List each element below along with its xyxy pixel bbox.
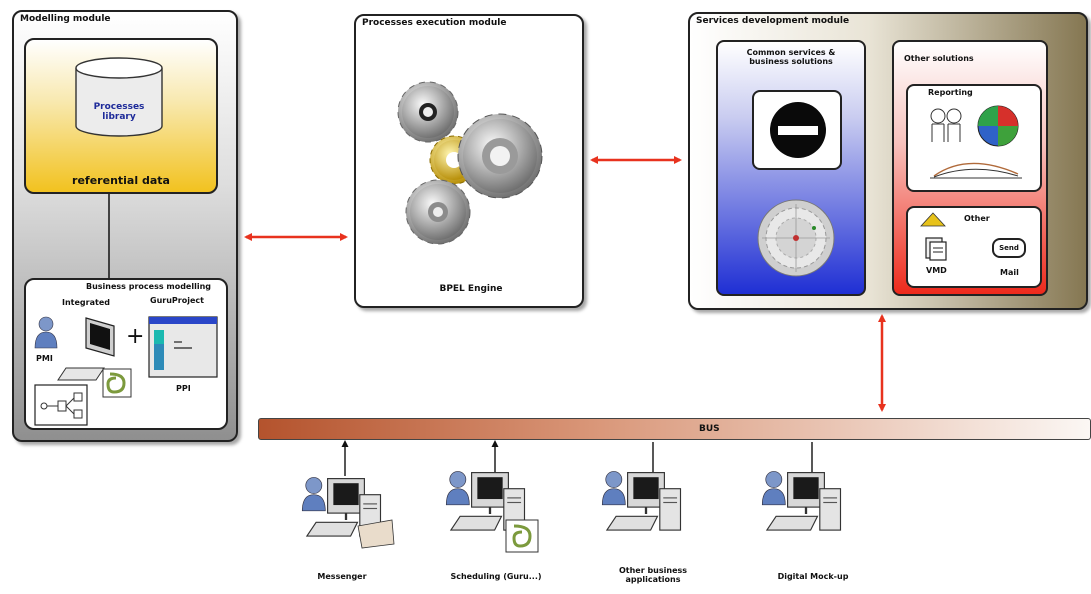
other-solutions-title: Other solutions: [904, 54, 974, 63]
ppi-window-icon: [148, 316, 218, 378]
other-solutions-panel: Other solutions Reporting: [892, 40, 1048, 296]
processes-module-title: Processes execution module: [362, 18, 507, 28]
database-icon: [75, 57, 163, 137]
modelling-module-title: Modelling module: [20, 14, 111, 24]
client-messenger-icon: [301, 476, 395, 549]
common-services-title: Common services & business solutions: [746, 48, 836, 66]
bus-label: BUS: [699, 424, 720, 434]
services-module: Services development module Common servi…: [688, 12, 1088, 310]
business-modelling-panel: Business process modelling Integrated Gu…: [24, 278, 228, 430]
ppi-label: PPI: [176, 384, 191, 393]
user-label: PMI: [36, 354, 53, 363]
keyboard-icon: [57, 367, 105, 381]
monitor-icon: [85, 317, 115, 357]
genproject-logo-icon: [102, 368, 132, 398]
bus-bar: BUS: [258, 418, 1091, 440]
common-services-panel: Common services & business solutions: [716, 40, 866, 296]
modelling-module: Modelling module Processes library refer…: [12, 10, 238, 442]
stop-sign-icon: [770, 102, 826, 158]
connector-line: [108, 194, 110, 280]
warning-icon: [920, 212, 946, 227]
business-modelling-title: Business process modelling: [86, 282, 212, 291]
other-box: Other VMD Send Mail: [906, 206, 1042, 288]
mail-button-label: Send: [999, 244, 1019, 252]
people-icon: [930, 108, 962, 142]
bpel-engine-label: BPEL Engine: [439, 284, 503, 294]
processes-module: Processes execution module: [354, 14, 584, 308]
referential-data-label: referential data: [72, 174, 170, 187]
integrated-label: Integrated: [62, 298, 110, 307]
vmd-icon: [925, 237, 947, 261]
curve-chart-icon: [930, 162, 1022, 179]
client-business-apps-label: Other business applications: [618, 566, 688, 584]
gears-icon: [397, 81, 543, 245]
library-panel: Processes library referential data: [24, 38, 218, 194]
dial-icon: [757, 199, 835, 277]
client-messenger-label: Messenger: [317, 572, 367, 581]
client-digital-mockup-icon: [761, 470, 842, 532]
mail-label: Mail: [1000, 268, 1019, 277]
client-scheduling-label: Scheduling (Guru...): [450, 572, 542, 581]
processes-library-label: Processes library: [93, 102, 145, 122]
process-diagram-icon: [34, 384, 88, 426]
plus-sign: +: [126, 324, 145, 349]
client-digital-mockup-label: Digital Mock-up: [777, 572, 849, 581]
user-icon: [34, 316, 58, 349]
pie-chart-icon: [977, 105, 1019, 147]
genproject-label: GuruProject: [150, 296, 204, 305]
stop-sign-box: [752, 90, 842, 170]
reporting-box: Reporting: [906, 84, 1042, 192]
client-scheduling-icon: [445, 470, 539, 553]
other-label: Other: [964, 214, 990, 223]
client-business-apps-icon: [601, 470, 682, 532]
reporting-label: Reporting: [928, 88, 973, 97]
services-module-title: Services development module: [696, 16, 850, 26]
mail-button[interactable]: Send: [992, 238, 1026, 258]
vmd-label: VMD: [926, 266, 947, 275]
